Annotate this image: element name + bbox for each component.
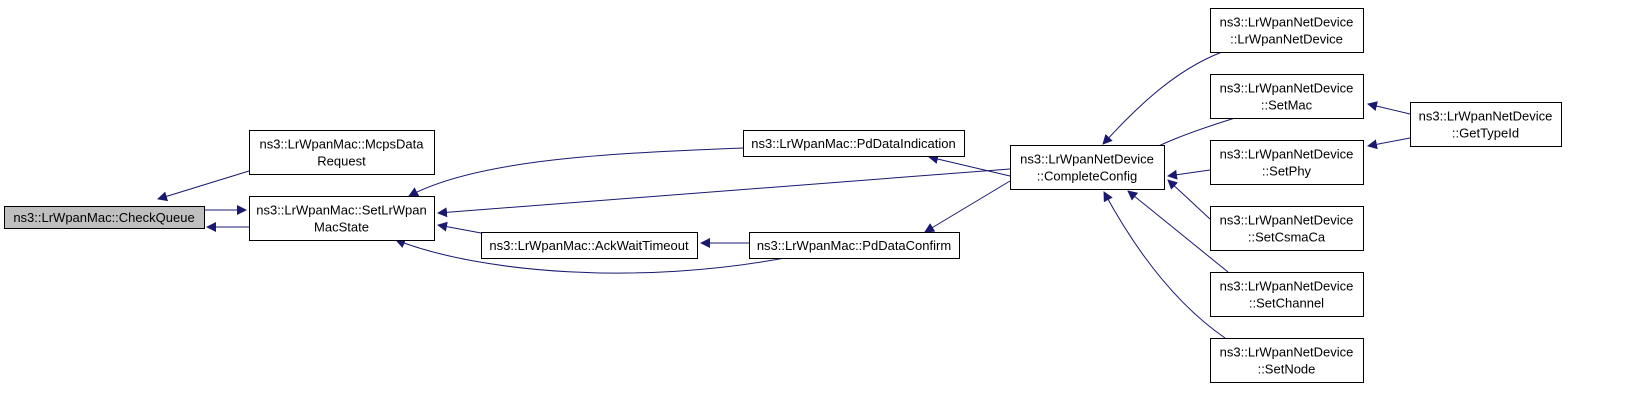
- nodes-layer: ns3::LrWpanMac::CheckQueuens3::LrWpanMac…: [4, 8, 1562, 383]
- edge-pd-data-confirm-to-set-lrwpan-mac-state: [395, 238, 791, 274]
- node-get-type-id[interactable]: ns3::LrWpanNetDevice::GetTypeId: [1410, 102, 1562, 147]
- edge-set-phy-to-complete-config: [1167, 169, 1211, 180]
- node-label-line: ns3::LrWpanNetDevice: [1220, 279, 1354, 294]
- node-set-node[interactable]: ns3::LrWpanNetDevice::SetNode: [1210, 338, 1364, 383]
- edge-complete-config-to-set-lrwpan-mac-state: [437, 168, 1011, 218]
- node-set-csma-ca[interactable]: ns3::LrWpanNetDevice::SetCsmaCa: [1210, 206, 1364, 251]
- edge-get-type-id-to-set-mac: [1367, 101, 1411, 115]
- node-label-line: ns3::LrWpanMac::CheckQueue: [13, 210, 194, 225]
- node-complete-config[interactable]: ns3::LrWpanNetDevice::CompleteConfig: [1010, 145, 1165, 190]
- node-label-line: ::SetChannel: [1249, 296, 1324, 311]
- edge-set-csma-ca-to-complete-config: [1167, 179, 1211, 220]
- node-box: [749, 232, 960, 259]
- node-label-line: ns3::LrWpanNetDevice: [1220, 345, 1354, 360]
- node-label-line: ns3::LrWpanNetDevice: [1220, 15, 1354, 30]
- node-box: [1210, 8, 1364, 53]
- node-set-phy[interactable]: ns3::LrWpanNetDevice::SetPhy: [1210, 140, 1364, 185]
- edge-mcps-data-request-to-check-queue: [157, 170, 250, 202]
- node-label-line: ns3::LrWpanMac::PdDataConfirm: [757, 238, 951, 253]
- node-label-line: ns3::LrWpanMac::SetLrWpan: [256, 203, 427, 218]
- node-box: [1210, 140, 1364, 185]
- node-box: [481, 232, 698, 259]
- node-label-line: ::LrWpanNetDevice: [1230, 32, 1343, 47]
- node-box: [249, 196, 435, 241]
- node-label-line: MacState: [314, 220, 369, 235]
- node-box: [1210, 272, 1364, 317]
- node-box: [1010, 145, 1165, 190]
- node-label-line: Request: [317, 154, 366, 169]
- edge-set-node-to-complete-config: [1103, 191, 1226, 339]
- edge-get-type-id-to-set-phy: [1367, 137, 1411, 150]
- edge-complete-config-to-pd-data-indication: [928, 154, 1011, 177]
- node-ctor[interactable]: ns3::LrWpanNetDevice::LrWpanNetDevice: [1210, 8, 1364, 53]
- edge-pd-data-indication-to-set-lrwpan-mac-state: [408, 147, 744, 197]
- node-pd-data-indication[interactable]: ns3::LrWpanMac::PdDataIndication: [743, 130, 965, 157]
- node-label-line: ::SetNode: [1258, 362, 1316, 377]
- node-box: [1210, 206, 1364, 251]
- node-box: [4, 206, 205, 229]
- node-label-line: ns3::LrWpanNetDevice: [1419, 109, 1553, 124]
- node-label-line: ns3::LrWpanNetDevice: [1220, 81, 1354, 96]
- edge-complete-config-to-pd-data-confirm: [924, 180, 1011, 233]
- edge-ack-wait-timeout-to-set-lrwpan-mac-state: [437, 221, 482, 234]
- node-set-channel[interactable]: ns3::LrWpanNetDevice::SetChannel: [1210, 272, 1364, 317]
- node-label-line: ns3::LrWpanNetDevice: [1220, 147, 1354, 162]
- edges-layer: [157, 51, 1411, 339]
- node-label-line: ::SetPhy: [1262, 164, 1312, 179]
- node-label-line: ::GetTypeId: [1452, 126, 1519, 141]
- node-pd-data-confirm[interactable]: ns3::LrWpanMac::PdDataConfirm: [749, 232, 960, 259]
- edge-ctor-to-complete-config: [1102, 51, 1223, 145]
- node-label-line: ns3::LrWpanNetDevice: [1020, 152, 1154, 167]
- node-check-queue[interactable]: ns3::LrWpanMac::CheckQueue: [4, 206, 205, 229]
- node-label-line: ::SetCsmaCa: [1248, 230, 1326, 245]
- node-box: [743, 130, 965, 157]
- node-box: [1210, 338, 1364, 383]
- node-label-line: ns3::LrWpanMac::AckWaitTimeout: [489, 238, 689, 253]
- node-box: [249, 130, 435, 175]
- node-label-line: ns3::LrWpanNetDevice: [1220, 213, 1354, 228]
- node-ack-wait-timeout[interactable]: ns3::LrWpanMac::AckWaitTimeout: [481, 232, 698, 259]
- node-label-line: ns3::LrWpanMac::PdDataIndication: [751, 136, 956, 151]
- node-set-mac[interactable]: ns3::LrWpanNetDevice::SetMac: [1210, 74, 1364, 119]
- node-label-line: ns3::LrWpanMac::McpsData: [259, 137, 424, 152]
- node-label-line: ::CompleteConfig: [1037, 169, 1137, 184]
- node-label-line: ::SetMac: [1261, 98, 1313, 113]
- node-box: [1410, 102, 1562, 147]
- edge-set-channel-to-complete-config: [1127, 190, 1229, 273]
- node-box: [1210, 74, 1364, 119]
